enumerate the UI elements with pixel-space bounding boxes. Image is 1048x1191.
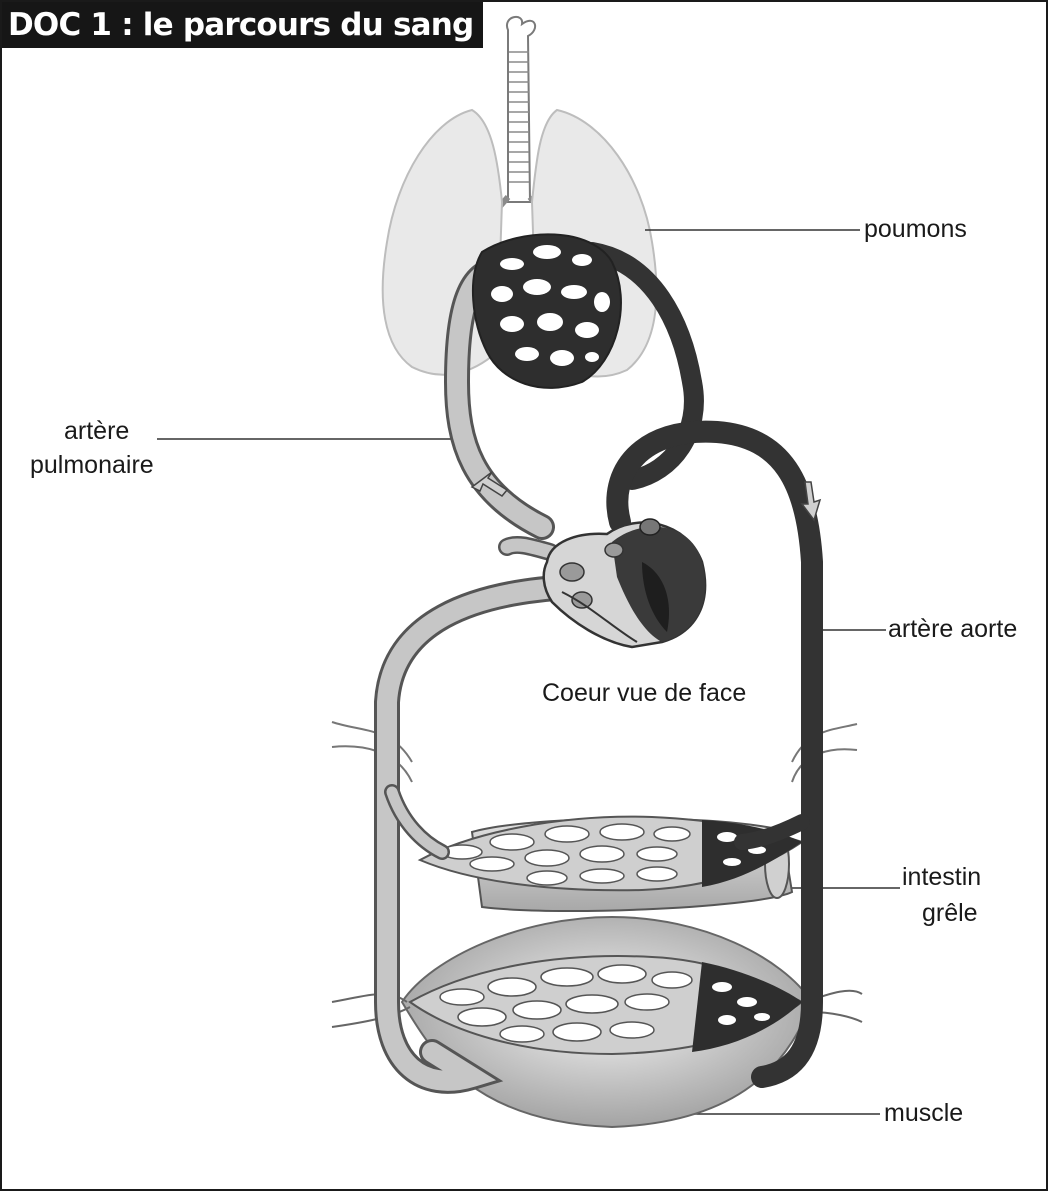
label-artere-pulmonaire-line1: artère (64, 416, 129, 446)
document-title: DOC 1 : le parcours du sang (2, 2, 483, 48)
label-intestin-line2: grêle (922, 898, 978, 928)
label-poumons: poumons (864, 214, 967, 244)
label-artere-pulmonaire-line2: pulmonaire (30, 450, 154, 480)
small-intestine (420, 817, 802, 911)
label-coeur: Coeur vue de face (542, 678, 746, 708)
lung-capillaries (473, 234, 621, 388)
label-muscle: muscle (884, 1098, 963, 1128)
heart (544, 519, 705, 647)
label-artere-aorte: artère aorte (888, 614, 1017, 644)
muscle (332, 722, 857, 782)
label-intestin-line1: intestin (902, 862, 981, 892)
